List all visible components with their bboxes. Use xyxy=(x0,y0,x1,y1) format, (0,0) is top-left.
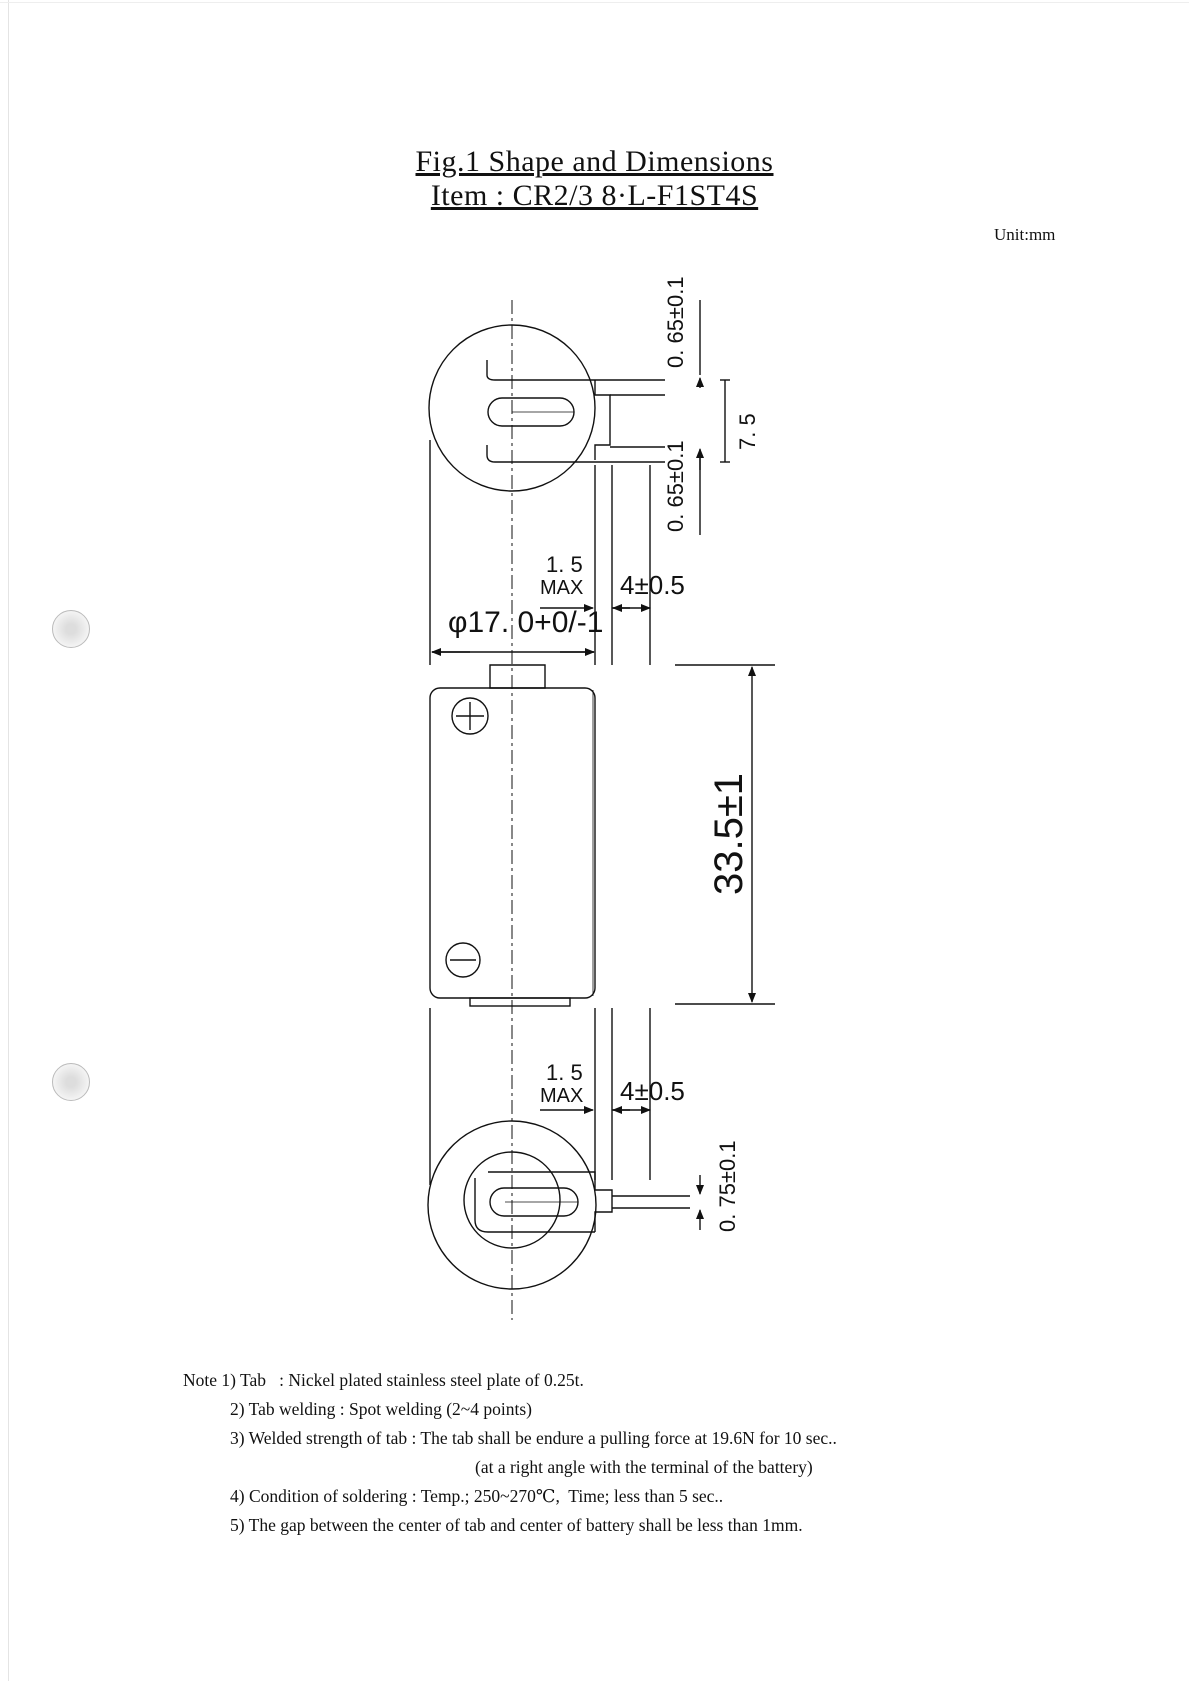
bottom-terminal xyxy=(469,997,571,1007)
dim-tab-width-bottom: 0. 75±0.1 xyxy=(715,1140,740,1232)
punch-hole xyxy=(52,1063,90,1101)
plus-terminal-mark xyxy=(451,697,489,735)
dim-tab-thickness-top: 0. 65±0.1 xyxy=(663,276,688,368)
note-4: 4) Condition of soldering : Temp.; 250~2… xyxy=(230,1486,724,1506)
note-3: 3) Welded strength of tab : The tab shal… xyxy=(230,1428,837,1448)
dim-tab-width-top: 7. 5 xyxy=(735,413,760,450)
top-terminal xyxy=(489,664,546,689)
dim-height: 33.5±1 xyxy=(707,773,751,895)
minus-terminal-mark xyxy=(445,942,481,978)
dim-tab-length-bottom: 4±0.5 xyxy=(620,1076,685,1106)
figure-title: Fig.1 Shape and Dimensions xyxy=(415,145,774,178)
dim-tab-length-top: 4±0.5 xyxy=(620,570,685,600)
note-5: 5) The gap between the center of tab and… xyxy=(230,1515,803,1535)
scan-top-edge xyxy=(0,2,1189,3)
dim-max-label-bottom: MAX xyxy=(540,1085,583,1107)
notes-block: Note 1) Tab : Nickel plated stainless st… xyxy=(183,1366,1083,1540)
scan-left-edge xyxy=(8,0,9,1681)
top-view-circle xyxy=(428,324,596,492)
item-title: Item : CR2/3 8·L-F1ST4S xyxy=(430,179,759,212)
unit-label: Unit:mm xyxy=(994,225,1056,244)
dim-tab-max-top: 1. 5 xyxy=(546,552,583,577)
bottom-view-circle xyxy=(427,1120,597,1290)
note-2: 2) Tab welding : Spot welding (2~4 point… xyxy=(230,1399,532,1419)
note-1: Note 1) Tab : Nickel plated stainless st… xyxy=(183,1370,584,1390)
dim-tab-thickness-top-2: 0. 65±0.1 xyxy=(663,440,688,532)
dim-max-label-top: MAX xyxy=(540,577,583,599)
punch-hole xyxy=(52,610,90,648)
dim-tab-max-bottom: 1. 5 xyxy=(546,1060,583,1085)
dim-diameter: φ17. 0+0/-1 xyxy=(448,606,603,639)
note-3-continued: (at a right angle with the terminal of t… xyxy=(475,1457,813,1477)
